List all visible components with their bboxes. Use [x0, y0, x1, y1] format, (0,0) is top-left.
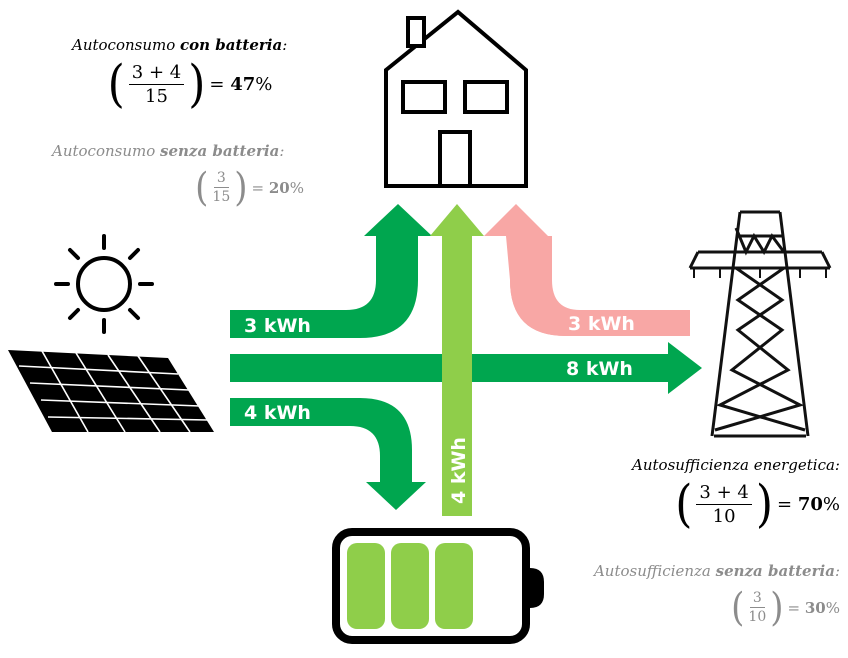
result: = 20%	[251, 178, 304, 197]
denominator: 15	[145, 86, 168, 107]
numerator: 3	[213, 170, 229, 188]
self-sufficiency-without-battery-title: Autosufficienza senza batteria:	[593, 562, 840, 580]
result: = 30%	[787, 598, 840, 617]
power-pylon-icon	[688, 210, 832, 438]
battery-icon	[332, 528, 544, 644]
denominator: 15	[212, 189, 231, 205]
numerator: 3 + 4	[128, 62, 185, 85]
battery-cell	[391, 543, 429, 629]
battery-cell	[435, 543, 473, 629]
solar-to-battery-label: 4 kWh	[244, 402, 311, 424]
result: = 47%	[209, 74, 273, 95]
denominator: 10	[748, 609, 767, 625]
denominator: 10	[712, 506, 736, 527]
battery-cell	[347, 543, 385, 629]
numerator: 3 + 4	[696, 482, 752, 505]
solar-to-home-label: 3 kWh	[244, 315, 311, 337]
grid-to-home-label: 3 kWh	[568, 313, 635, 335]
house-icon	[384, 9, 528, 188]
solar-to-home-arrow	[230, 204, 432, 338]
self-consumption-without-battery-title: Autoconsumo senza batteria:	[52, 142, 285, 160]
solar-panel-icon	[8, 350, 214, 433]
self-sufficiency-title: Autosufficienza energetica:	[632, 456, 840, 474]
self-consumption-with-battery-title: Autoconsumo con batteria:	[72, 36, 288, 54]
battery-to-home-label: 4 kWh	[448, 437, 470, 504]
sun-icon	[54, 234, 154, 334]
numerator: 3	[749, 590, 765, 608]
solar-to-grid-label: 8 kWh	[566, 358, 633, 380]
solar-to-battery-arrow	[230, 398, 426, 510]
result: = 70%	[777, 494, 840, 515]
battery-to-home-arrow	[430, 204, 484, 516]
